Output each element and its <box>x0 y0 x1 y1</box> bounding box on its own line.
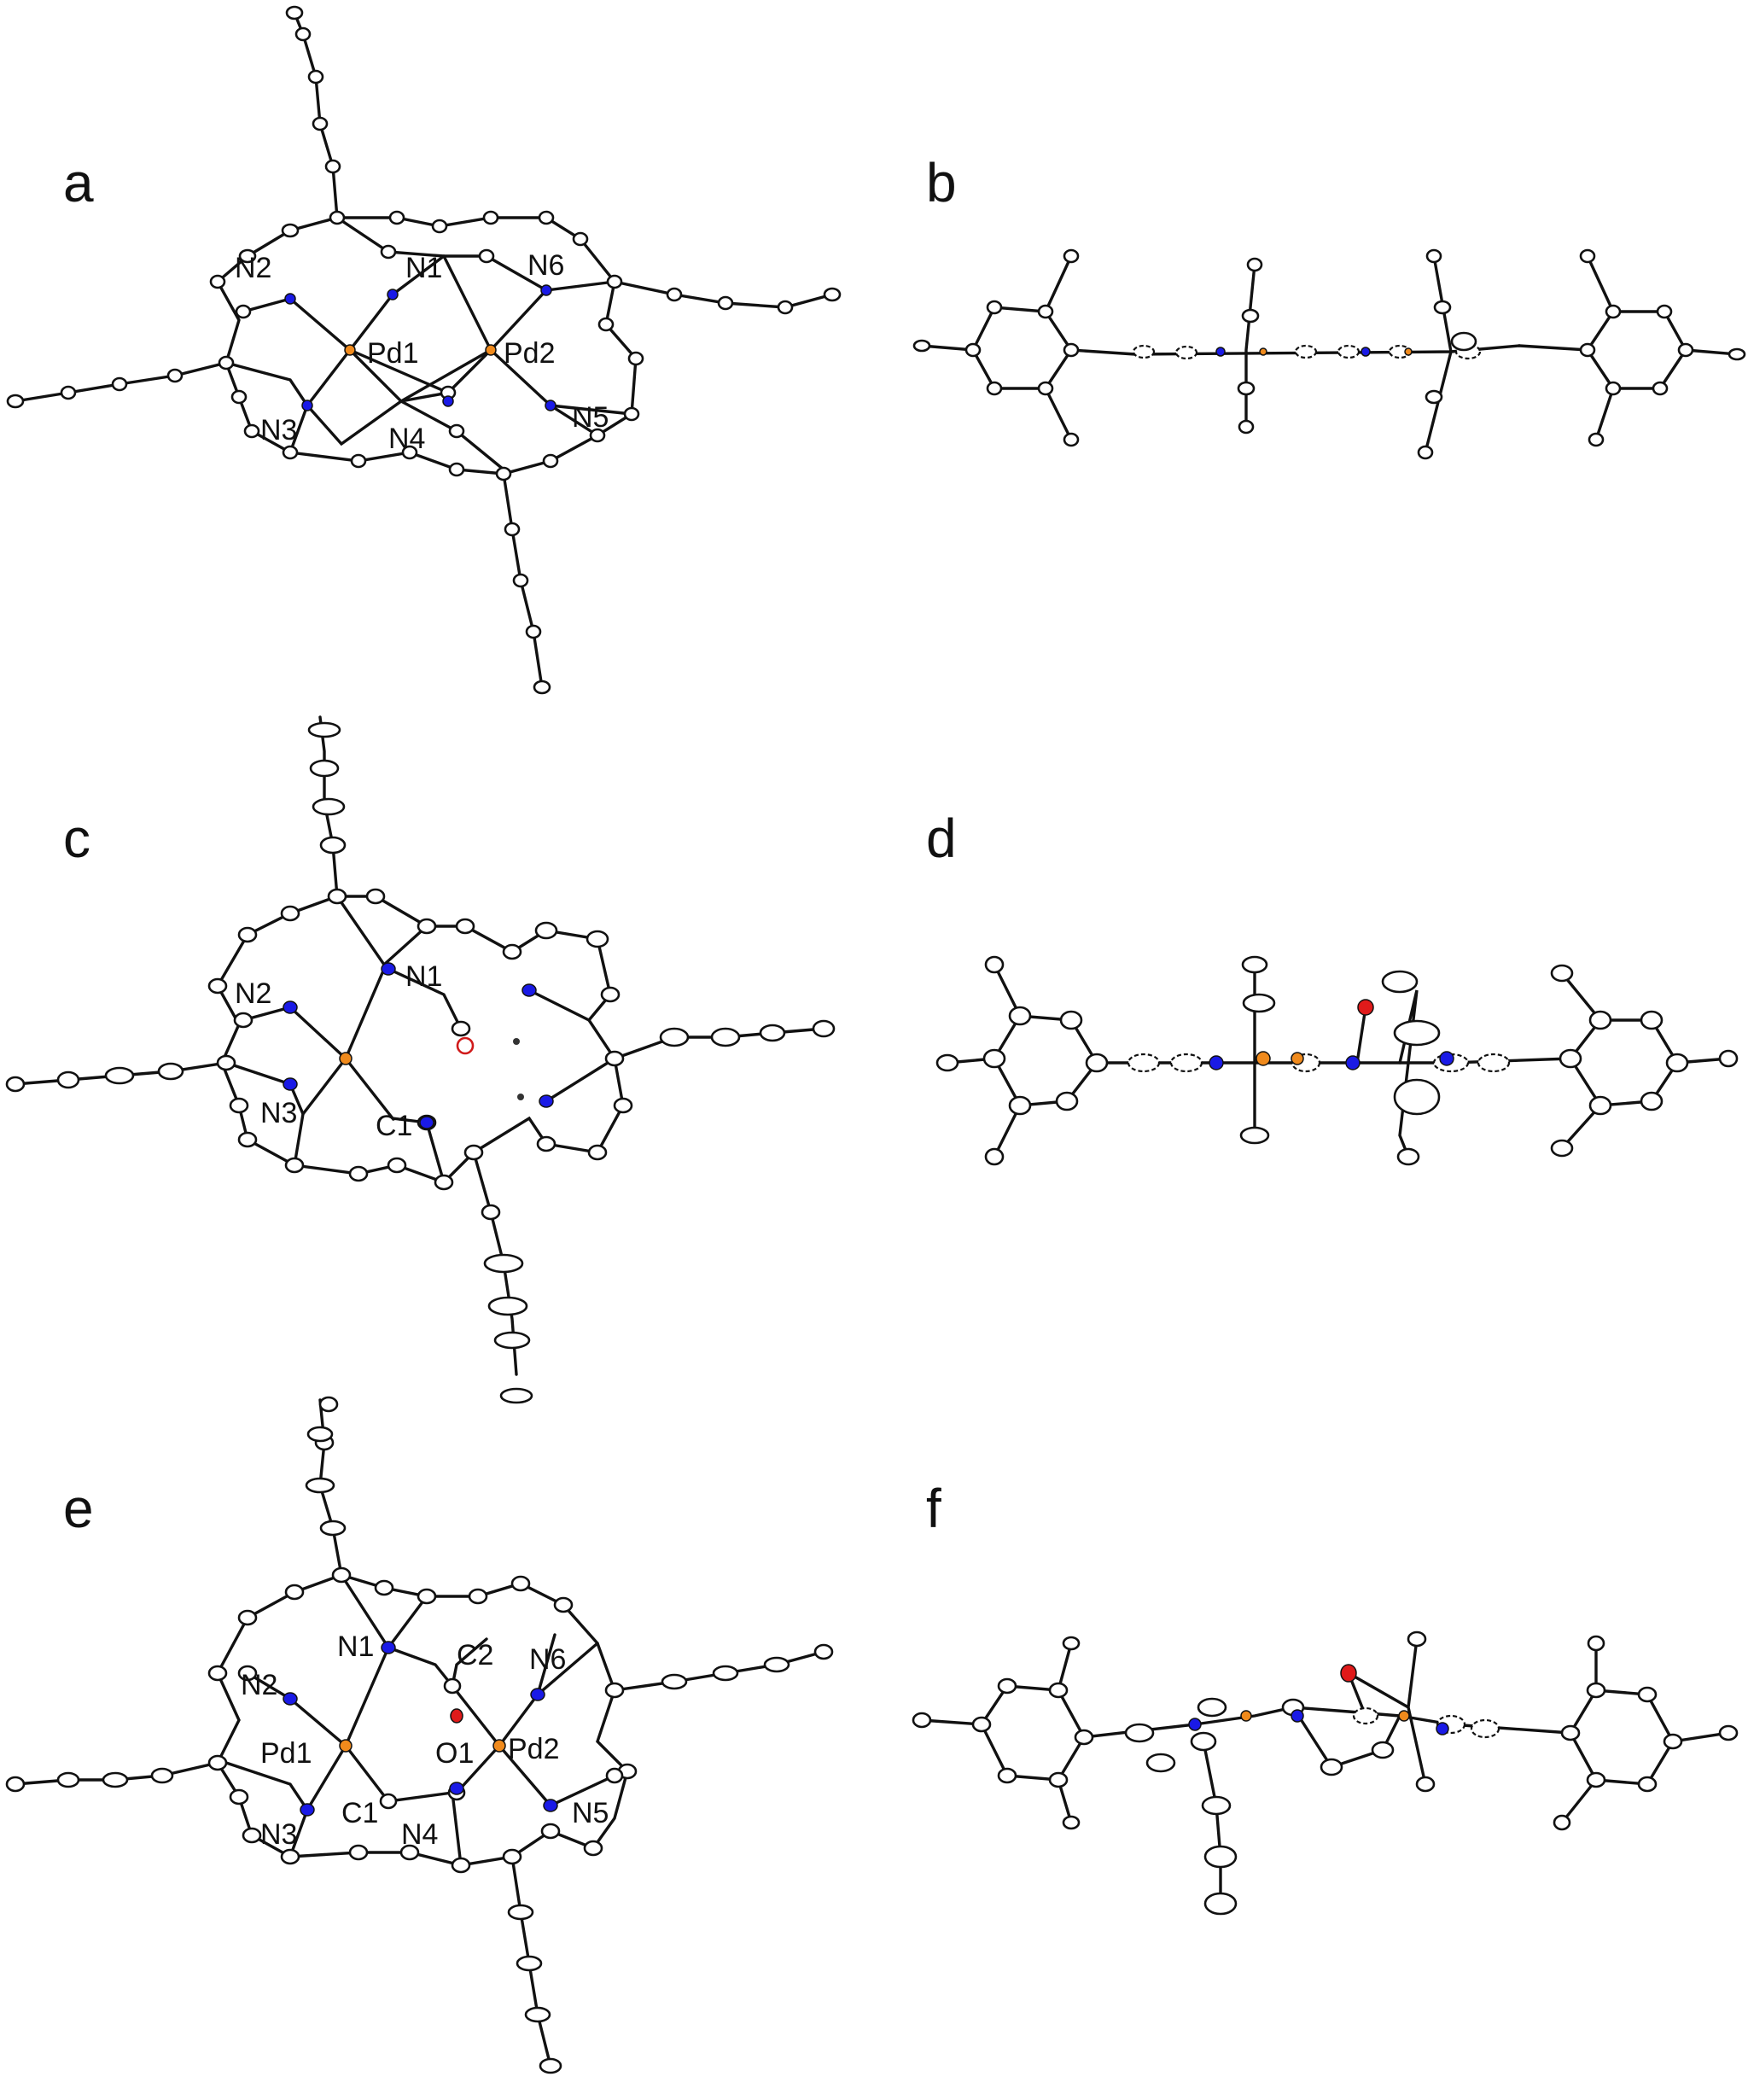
panel-c-structure: N2 N1 N3 C1 <box>5 715 836 1404</box>
atom-label-N6: N6 <box>529 1643 566 1676</box>
atom-label-N1: N1 <box>337 1630 374 1663</box>
panel-label-f: f <box>926 1478 941 1539</box>
atom-label-Pd1: Pd1 <box>367 337 419 370</box>
atom-label-N3: N3 <box>260 414 297 446</box>
panel-a-structure: N2 N1 N6 Pd1 Pd2 N3 N4 N5 <box>6 5 842 695</box>
atom-label-N5: N5 <box>572 401 609 434</box>
atom-label-C2: C2 <box>457 1639 493 1671</box>
atom-label-N3: N3 <box>260 1818 297 1851</box>
panel-f-structure <box>912 1630 1739 1916</box>
atom-label-N1: N1 <box>405 252 442 284</box>
panel-d-structure <box>935 955 1739 1166</box>
atom-label-Pd1: Pd1 <box>260 1737 312 1770</box>
atom-label-N2: N2 <box>235 252 271 284</box>
panel-e-structure: N2 N1 C2 N6 Pd1 O1 Pd2 N3 C1 N4 N5 <box>5 1396 834 2074</box>
atom-label-N5: N5 <box>572 1797 609 1829</box>
atom-label-N2: N2 <box>235 977 271 1010</box>
atom-label-N4: N4 <box>388 423 425 455</box>
atom-label-O1: O1 <box>435 1737 474 1770</box>
atom-label-C1: C1 <box>341 1797 378 1829</box>
panel-label-b: b <box>926 152 957 213</box>
panel-b-structure <box>912 248 1746 460</box>
atom-label-N4: N4 <box>401 1818 438 1851</box>
panel-label-c: c <box>63 808 90 869</box>
atom-label-C1: C1 <box>376 1110 412 1142</box>
panel-label-d: d <box>926 808 957 869</box>
atom-label-N2: N2 <box>241 1669 277 1701</box>
atom-label-N3: N3 <box>260 1097 297 1129</box>
atom-label-Pd2: Pd2 <box>504 337 556 370</box>
panel-label-a: a <box>63 152 94 213</box>
panel-label-e: e <box>63 1478 94 1539</box>
atom-label-Pd2: Pd2 <box>508 1733 560 1765</box>
atom-label-N6: N6 <box>527 249 564 282</box>
atom-label-N1: N1 <box>405 960 442 993</box>
